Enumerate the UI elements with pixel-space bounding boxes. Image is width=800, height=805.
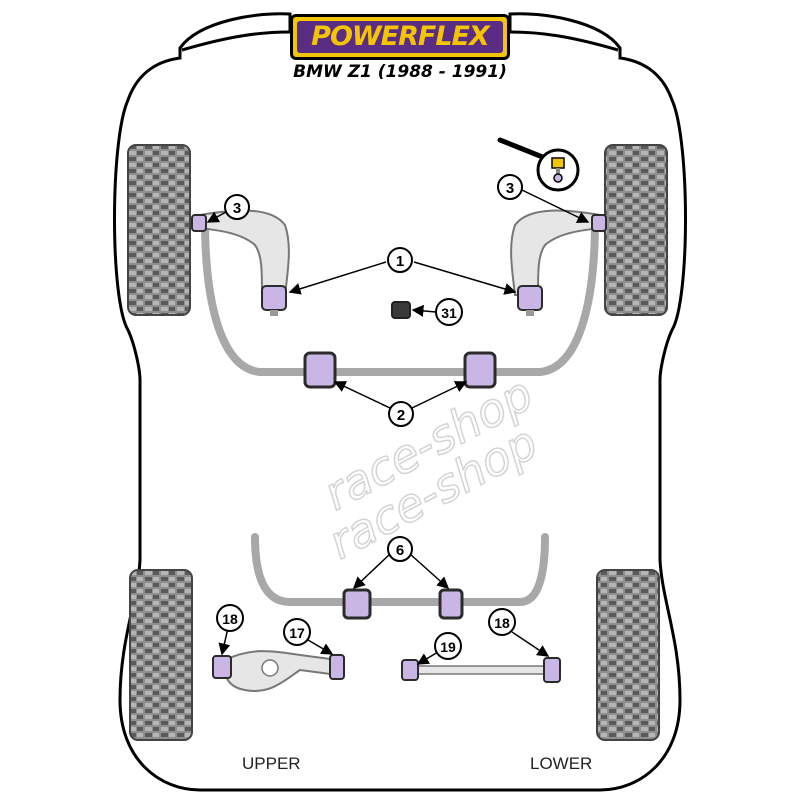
magnifier-icon: [497, 137, 580, 192]
logo-background: [297, 21, 503, 53]
page-title: BMW Z1 (1988 - 1991): [293, 62, 507, 82]
bush-front-left-inner: [261, 285, 287, 316]
callout-arrows: [206, 189, 590, 665]
callout-31: 31: [435, 298, 463, 326]
svg-text:1: 1: [396, 253, 404, 270]
car-body-outline: [113, 12, 687, 792]
bush-front-right-outer: [591, 214, 607, 232]
front-anti-roll-bar: [201, 216, 599, 376]
callout-3-right: 3: [497, 174, 523, 200]
label-upper: UPPER: [242, 754, 301, 773]
bush-arb-left: [303, 351, 337, 389]
bush-rear-upper-left: [212, 655, 232, 679]
bush-rear-arb-right: [438, 588, 464, 620]
bush-rear-lower-right: [543, 657, 561, 683]
rear-left-tire: [129, 569, 193, 741]
svg-text:19: 19: [440, 639, 456, 655]
bush-arb-right: [463, 351, 497, 389]
callout-1: 1: [387, 247, 413, 273]
svg-text:17: 17: [289, 625, 305, 641]
svg-text:18: 18: [222, 611, 238, 627]
callout-2: 2: [388, 401, 414, 427]
svg-text:3: 3: [233, 200, 241, 217]
bush-rear-lower-left: [401, 659, 419, 681]
callout-6: 6: [387, 536, 413, 562]
callout-18-left: 18: [216, 604, 244, 632]
svg-text:3: 3: [506, 180, 514, 197]
callout-18-right: 18: [488, 608, 516, 636]
bush-front-right-inner: [517, 285, 543, 316]
front-right-tire: [604, 144, 668, 316]
callout-17: 17: [283, 618, 311, 646]
bush-rear-upper-right: [329, 654, 345, 680]
svg-text:2: 2: [397, 407, 405, 424]
windscreen-outline: [181, 30, 619, 52]
bush-part-31: [391, 301, 411, 319]
powerflex-logo: POWERFLEX: [290, 14, 510, 60]
callout-19: 19: [434, 632, 462, 660]
rear-right-tire: [596, 569, 660, 741]
rear-upper-arm: [224, 650, 339, 692]
bush-rear-arb-left: [342, 588, 372, 620]
svg-text:6: 6: [396, 542, 404, 559]
rear-lower-link: [411, 665, 553, 675]
bush-front-left-outer: [191, 214, 207, 232]
rear-anti-roll-bar: [251, 533, 549, 606]
svg-text:18: 18: [494, 615, 510, 631]
front-left-wishbone: [199, 209, 290, 296]
label-lower: LOWER: [530, 754, 593, 773]
logo-text: POWERFLEX: [311, 21, 490, 52]
front-right-wishbone: [510, 209, 601, 296]
callout-3-left: 3: [224, 194, 250, 220]
rear-upper-arm-hole: [261, 659, 279, 677]
front-left-tire: [127, 144, 191, 316]
svg-text:31: 31: [441, 305, 457, 321]
